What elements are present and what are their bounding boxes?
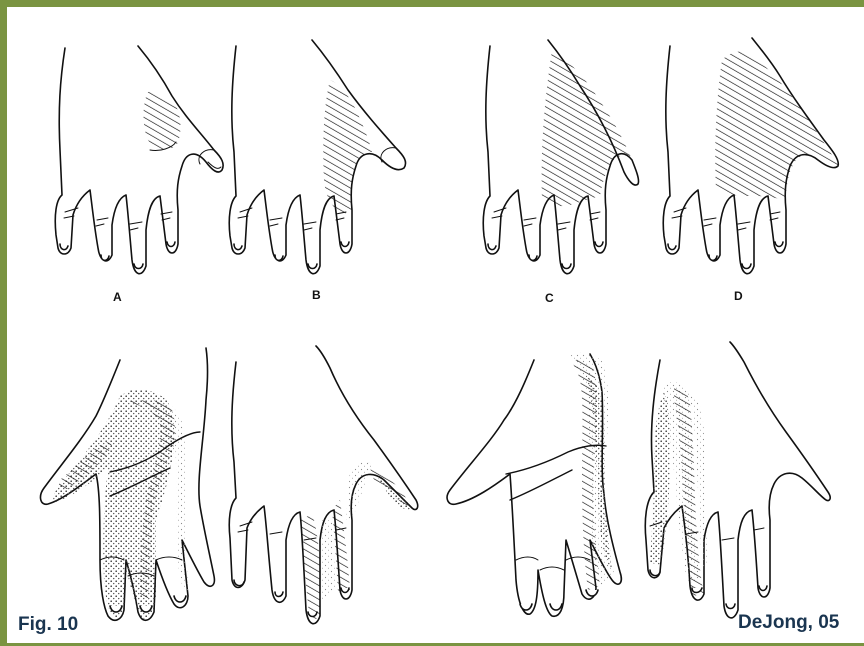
hand-panel-d <box>663 38 838 274</box>
dorsal-hand-bottom-1 <box>229 346 417 624</box>
figure-caption: Fig. 10 <box>18 614 78 636</box>
panel-label-b: B <box>312 288 321 302</box>
figure-credit: DeJong, 05 <box>738 612 839 634</box>
hand-panel-c <box>483 40 638 274</box>
hand-panel-b <box>229 40 405 274</box>
dorsal-hand-bottom-2 <box>645 342 830 618</box>
panel-label-a: A <box>113 290 122 304</box>
panel-label-d: D <box>734 289 743 303</box>
hand-panel-a <box>55 46 223 274</box>
palmar-hand-median <box>41 348 215 620</box>
panel-label-c: C <box>545 291 554 305</box>
palmar-hand-ulnar <box>447 353 621 617</box>
